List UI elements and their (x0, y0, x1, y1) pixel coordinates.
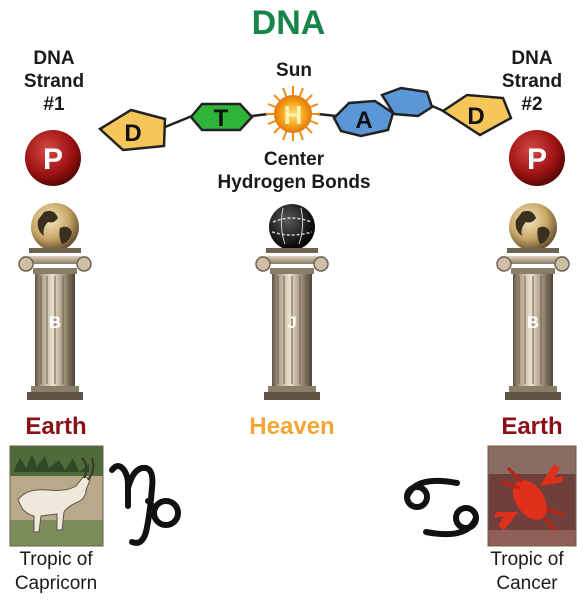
strand-1-line2: Strand (23, 71, 85, 92)
pillar-left-text: B (49, 313, 61, 332)
strand-2-line1: DNA (511, 48, 553, 69)
base-a-text: A (355, 107, 372, 134)
tropic-capricorn-line1: Tropic of (19, 549, 93, 570)
cancer-symbol-icon (404, 477, 479, 538)
strand-1-label: DNA Strand #1 (14, 47, 94, 116)
dark-sphere-icon (269, 204, 315, 250)
globe-left-icon (31, 203, 79, 251)
phosphate-left-text: P (43, 143, 63, 176)
base-t: T (189, 102, 254, 132)
base-d-left-text: D (124, 120, 141, 147)
base-t-text: T (214, 105, 229, 132)
capricorn-symbol-icon (109, 463, 181, 546)
cancer-image (487, 445, 577, 547)
center-label-line2: Hydrogen Bonds (217, 172, 371, 193)
strand-1-line1: DNA (33, 48, 75, 69)
base-d-left: D (97, 108, 167, 152)
tropic-capricorn-label: Tropic of Capricorn (0, 548, 112, 596)
sun-label: Sun (276, 60, 312, 81)
bond-d-t (164, 114, 193, 129)
sun-icon: H (266, 86, 320, 141)
base-d-right-text: D (467, 103, 484, 130)
strand-2-line3: #2 (521, 94, 543, 115)
tropic-capricorn-line2: Capricorn (14, 573, 98, 594)
strand-1-line3: #1 (43, 94, 65, 115)
phosphate-right-text: P (527, 143, 547, 176)
pillar-right: B (496, 203, 570, 400)
base-a: A (332, 86, 434, 138)
base-h-text: H (284, 100, 303, 130)
strand-2-label: DNA Strand #2 (492, 47, 572, 116)
pillar-center-text: J (287, 313, 296, 332)
pillar-center: J (255, 204, 329, 400)
earth-left-label: Earth (25, 413, 87, 440)
bond-h-a (317, 112, 337, 118)
bond-t-h (251, 112, 269, 118)
center-label-line1: Center (263, 149, 325, 170)
heaven-label: Heaven (249, 413, 335, 440)
tropic-cancer-line2: Cancer (496, 573, 558, 594)
pillar-right-text: B (527, 313, 539, 332)
earth-right-label: Earth (501, 413, 563, 440)
page-title: DNA (251, 4, 326, 42)
center-label: Center Hydrogen Bonds (189, 148, 399, 194)
phosphate-left: P (25, 130, 81, 186)
base-d-right: D (440, 93, 513, 137)
capricorn-image (9, 445, 104, 547)
strand-2-line2: Strand (501, 71, 563, 92)
phosphate-right: P (509, 130, 565, 186)
globe-right-icon (509, 203, 557, 251)
tropic-cancer-label: Tropic of Cancer (477, 548, 577, 596)
pillar-left: B (18, 203, 92, 400)
tropic-cancer-line1: Tropic of (490, 549, 564, 570)
